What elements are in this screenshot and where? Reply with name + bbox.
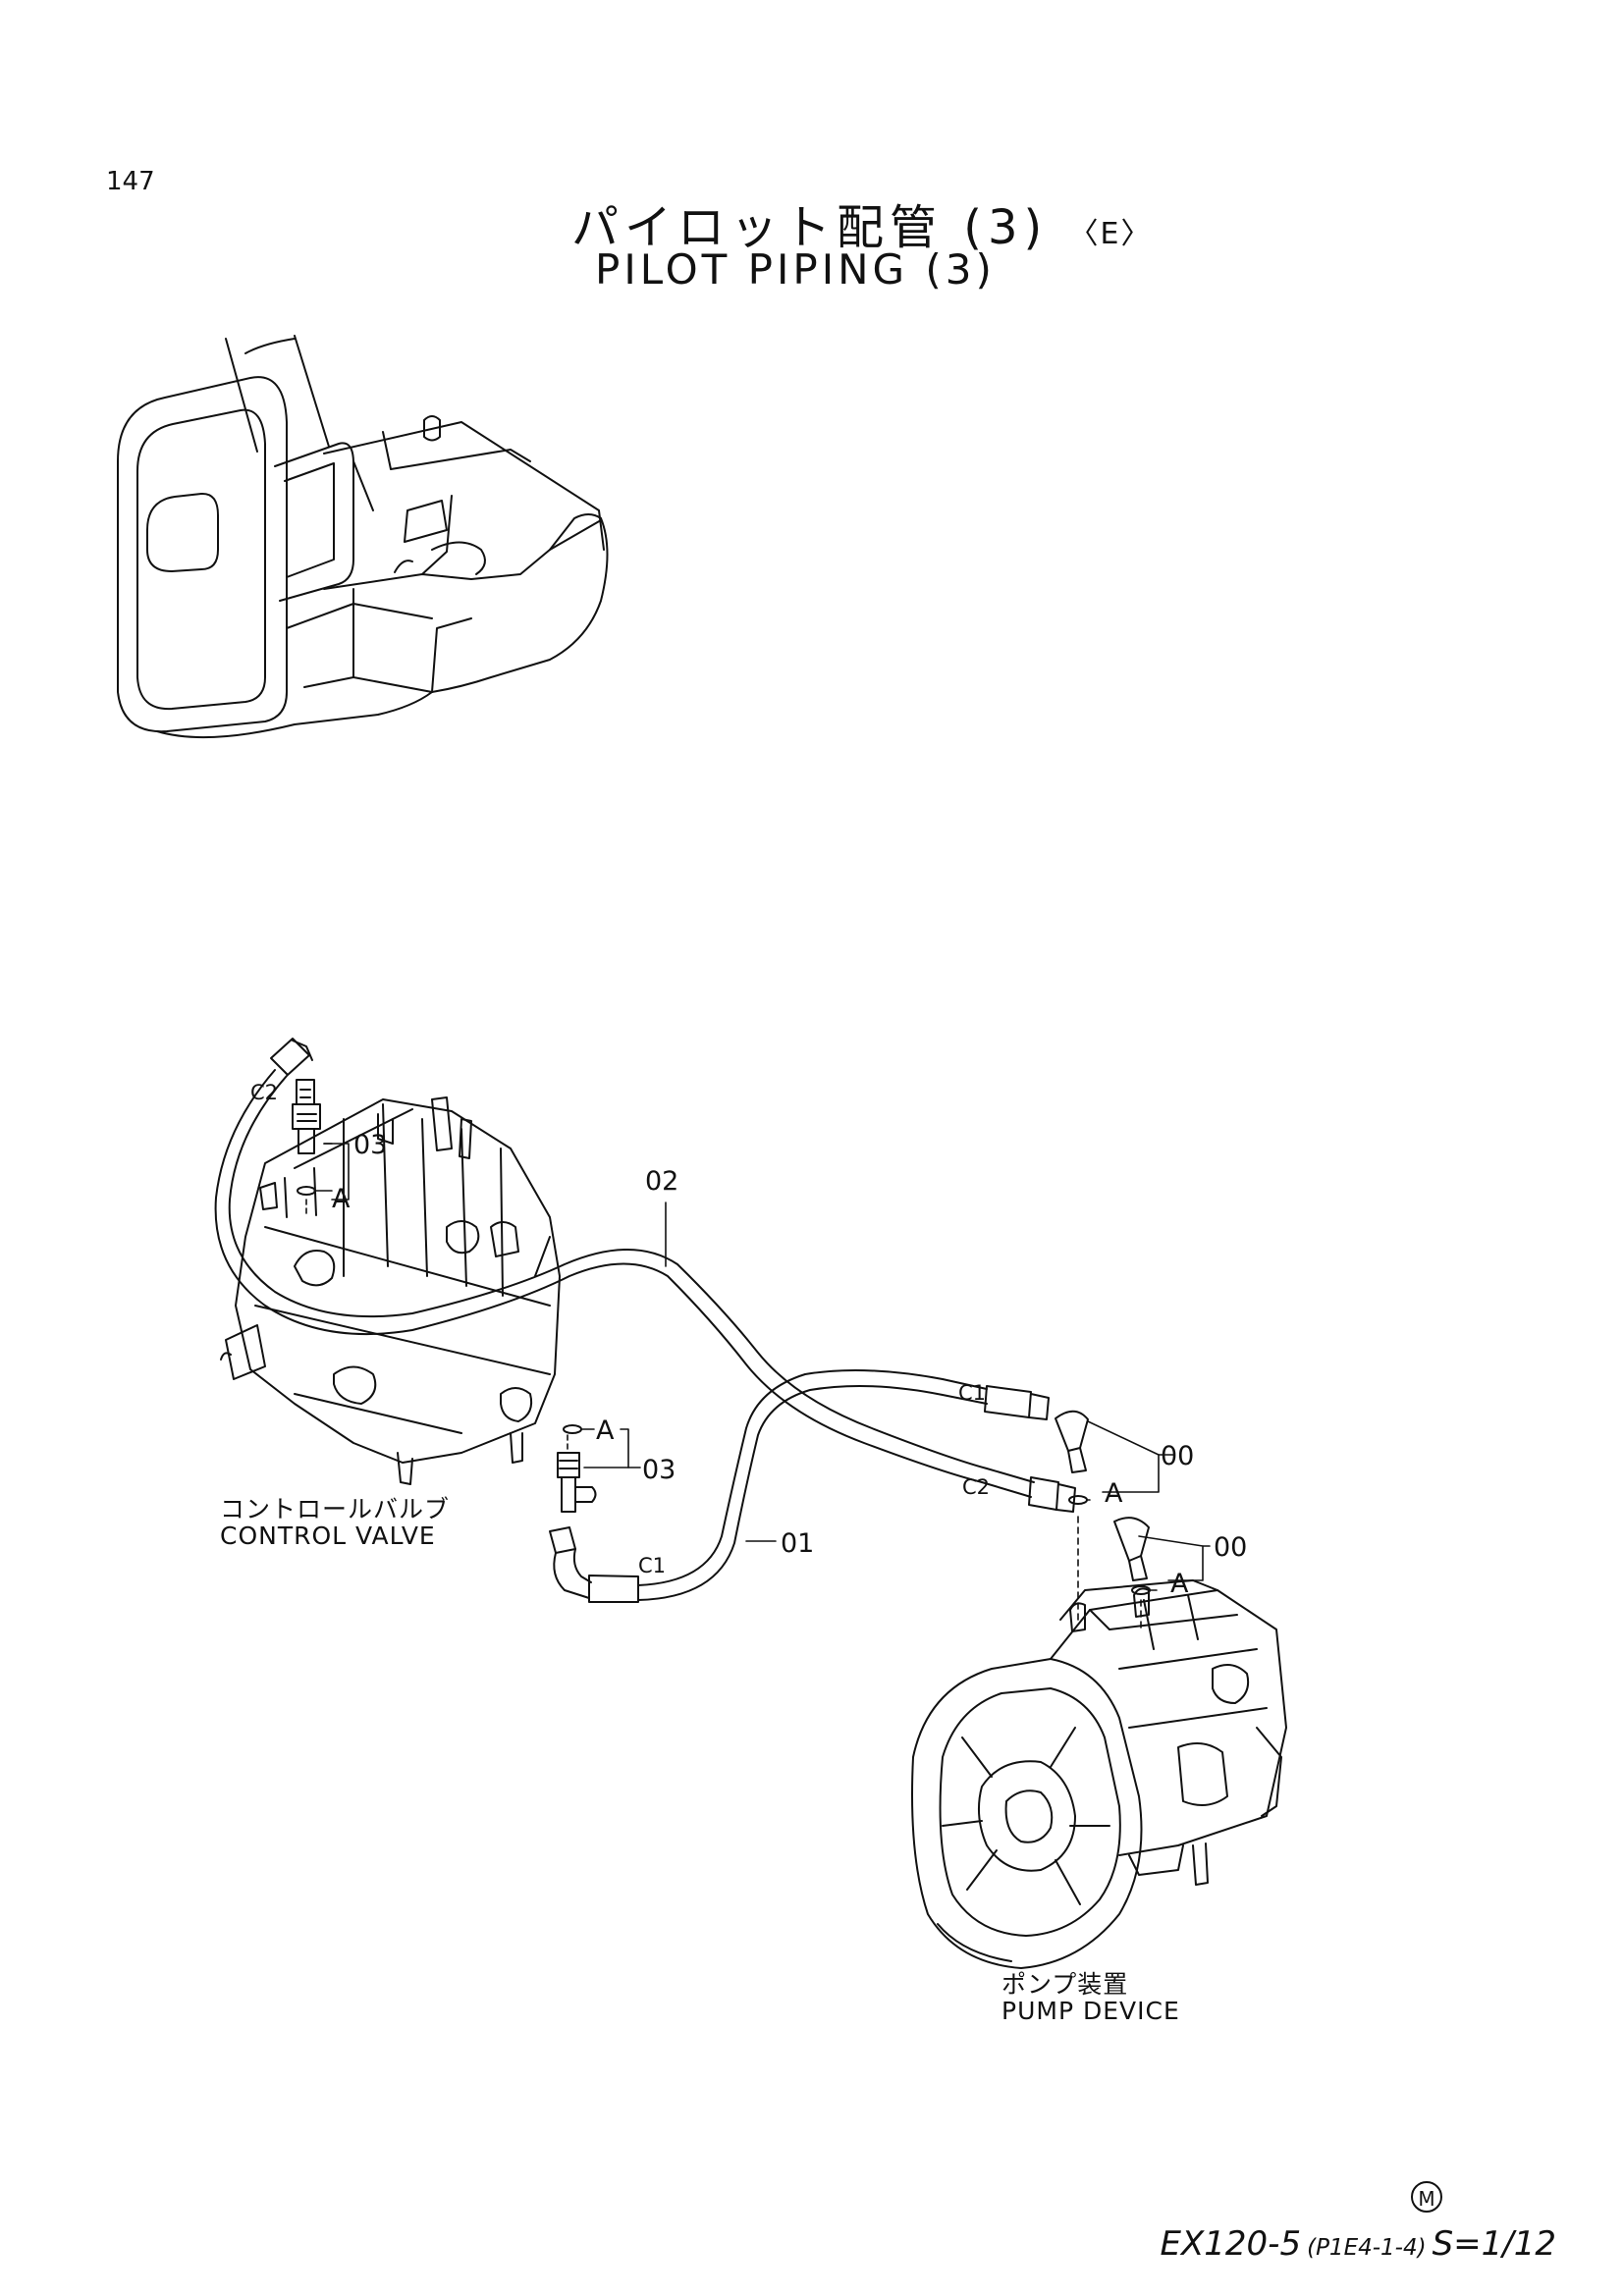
- title-japanese-text: パイロット配管 (3): [571, 200, 1049, 255]
- leader-lines: [305, 1143, 1211, 1630]
- callout-c2-top: C2: [250, 1081, 278, 1104]
- hose-02: [214, 1069, 1035, 1498]
- callout-a-right-upper: A: [1105, 1478, 1123, 1509]
- callout-c1-upper: C1: [958, 1381, 986, 1405]
- control-valve-label-english: CONTROL VALVE: [220, 1522, 436, 1550]
- callout-00-upper: 00: [1161, 1441, 1194, 1471]
- callout-a-mid: A: [596, 1415, 615, 1446]
- footer-model: EX120-5: [1160, 2224, 1302, 2264]
- page-title-english: PILOT PIPING (3): [595, 245, 996, 294]
- control-valve-label-japanese: コントロールバルブ: [220, 1495, 451, 1523]
- pump-device-illustration: [911, 1579, 1287, 1969]
- footer-code: (P1E4-1-4): [1307, 2235, 1427, 2261]
- callout-a-right-lower: A: [1170, 1569, 1189, 1599]
- callout-c1-lower: C1: [638, 1554, 666, 1577]
- pump-device-label-japanese: ポンプ装置: [1001, 1970, 1129, 1999]
- fittings: [270, 1038, 1151, 1603]
- hose-01: [637, 1369, 988, 1601]
- callout-00-lower: 00: [1214, 1532, 1247, 1563]
- page-title-japanese: パイロット配管 (3) 〈E〉: [571, 188, 1153, 257]
- callout-02: 02: [645, 1166, 678, 1197]
- callout-01: 01: [781, 1528, 814, 1559]
- m-marker: M: [1411, 2181, 1442, 2213]
- callout-a-top: A: [332, 1184, 351, 1214]
- control-valve-illustration: [220, 1096, 561, 1485]
- page-number: 147: [106, 167, 155, 196]
- callout-c2-mid: C2: [962, 1475, 990, 1499]
- footer-scale: S=1/12: [1432, 2224, 1556, 2264]
- callout-03-mid: 03: [642, 1455, 676, 1485]
- pump-device-label-english: PUMP DEVICE: [1001, 1997, 1180, 2025]
- title-variant: 〈E〉: [1068, 217, 1153, 251]
- footer-model-code: EX120-5(P1E4-1-4)S=1/12: [1161, 2224, 1556, 2264]
- callout-03-top: 03: [353, 1130, 387, 1160]
- excavator-overview-illustration: [117, 335, 609, 739]
